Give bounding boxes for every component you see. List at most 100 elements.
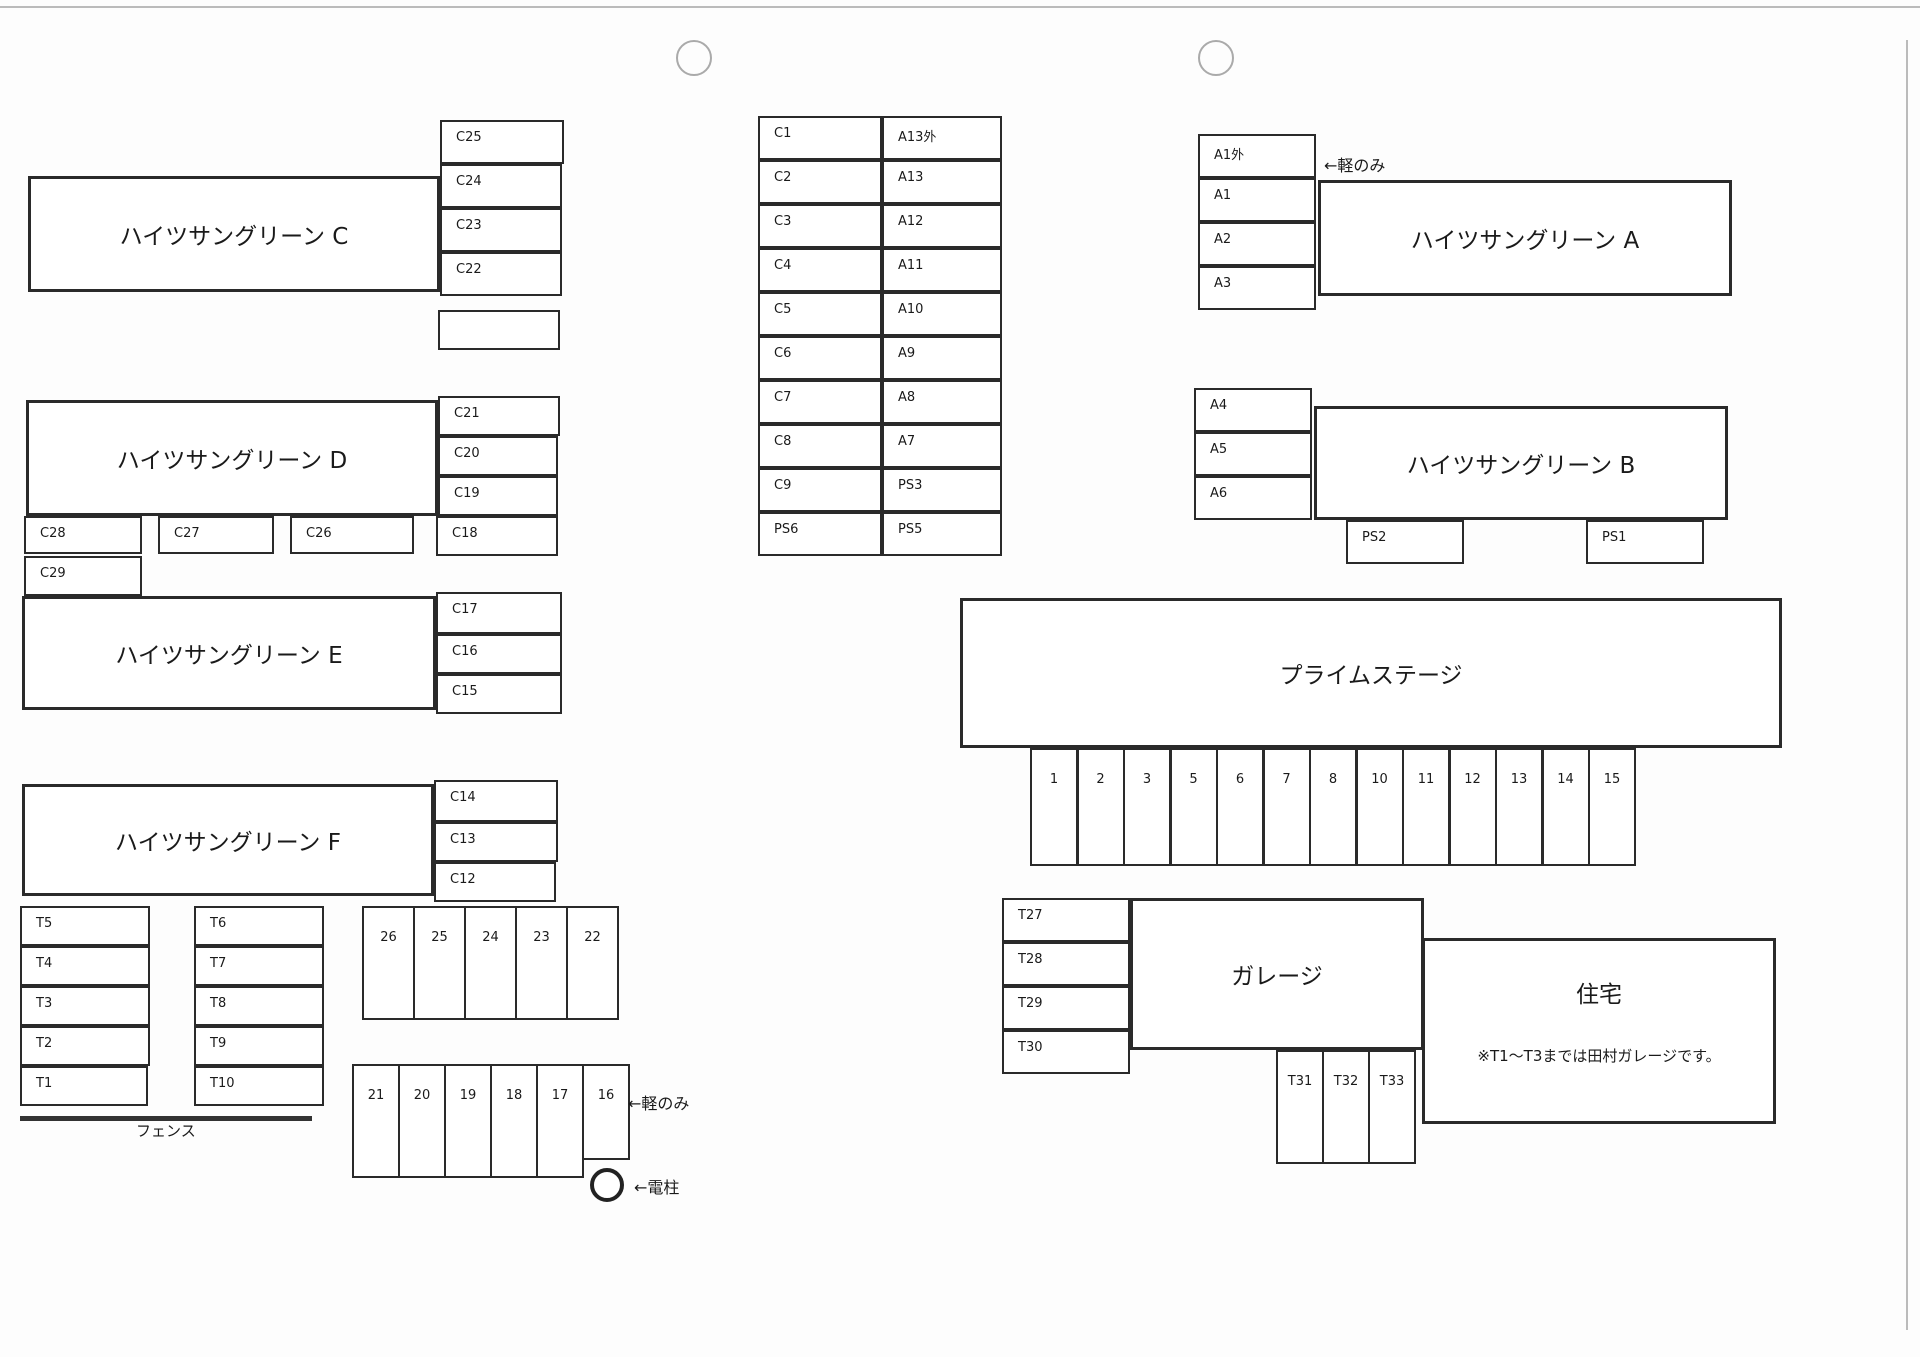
parking-slot-a1[interactable]: A1 [1198, 178, 1316, 222]
parking-slot-c16[interactable]: C16 [436, 634, 562, 674]
parking-slot-c15[interactable]: C15 [436, 674, 562, 714]
parking-slot-t31[interactable]: T31 [1276, 1050, 1324, 1164]
parking-slot-c19[interactable]: C19 [438, 476, 558, 516]
parking-slot-23[interactable]: 23 [515, 906, 568, 1020]
parking-slot-a1-out[interactable]: A1外 [1198, 134, 1316, 178]
parking-slot-5[interactable]: 5 [1169, 748, 1218, 866]
parking-slot-a13[interactable]: A13 [882, 160, 1002, 204]
parking-slot-ps5[interactable]: PS5 [882, 512, 1002, 556]
parking-slot-c12[interactable]: C12 [434, 862, 556, 902]
parking-slot-c13[interactable]: C13 [434, 822, 558, 862]
fence-line [20, 1116, 312, 1121]
parking-slot-ps3[interactable]: PS3 [882, 468, 1002, 512]
parking-slot-c18[interactable]: C18 [436, 516, 558, 556]
parking-slot-16[interactable]: 16 [582, 1064, 630, 1160]
parking-slot-12[interactable]: 12 [1448, 748, 1497, 866]
parking-slot-t1[interactable]: T1 [20, 1066, 148, 1106]
parking-slot-25[interactable]: 25 [413, 906, 466, 1020]
parking-slot-14[interactable]: 14 [1541, 748, 1590, 866]
parking-slot-2[interactable]: 2 [1076, 748, 1125, 866]
parking-slot-c3[interactable]: C3 [758, 204, 882, 248]
parking-slot-ps2[interactable]: PS2 [1346, 520, 1464, 564]
parking-slot-c2[interactable]: C2 [758, 160, 882, 204]
parking-slot-c7[interactable]: C7 [758, 380, 882, 424]
parking-slot-a10[interactable]: A10 [882, 292, 1002, 336]
parking-slot-c6[interactable]: C6 [758, 336, 882, 380]
parking-slot-t4[interactable]: T4 [20, 946, 150, 986]
parking-slot-c23[interactable]: C23 [440, 208, 562, 252]
parking-slot-c17[interactable]: C17 [436, 592, 562, 634]
parking-slot-22[interactable]: 22 [566, 906, 619, 1020]
parking-slot-t8[interactable]: T8 [194, 986, 324, 1026]
parking-slot-t9[interactable]: T9 [194, 1026, 324, 1066]
parking-slot-t6[interactable]: T6 [194, 906, 324, 946]
building-heights-sun-green-d: ハイツサングリーン D [26, 400, 438, 516]
parking-slot-c24[interactable]: C24 [440, 164, 562, 208]
parking-slot-3[interactable]: 3 [1123, 748, 1171, 866]
parking-slot-20[interactable]: 20 [398, 1064, 446, 1178]
parking-slot-c27[interactable]: C27 [158, 516, 274, 554]
parking-slot-24[interactable]: 24 [464, 906, 517, 1020]
parking-slot-c28[interactable]: C28 [24, 516, 142, 554]
parking-slot-21[interactable]: 21 [352, 1064, 400, 1178]
parking-slot-c4[interactable]: C4 [758, 248, 882, 292]
scan-right-edge [1906, 40, 1908, 1330]
parking-slot-a8[interactable]: A8 [882, 380, 1002, 424]
parking-slot-c26[interactable]: C26 [290, 516, 414, 554]
parking-slot-a9[interactable]: A9 [882, 336, 1002, 380]
parking-slot-c21[interactable]: C21 [438, 396, 560, 436]
parking-slot-t10[interactable]: T10 [194, 1066, 324, 1106]
kei-only-note-16: ←軽のみ [628, 1094, 690, 1113]
parking-slot-8[interactable]: 8 [1309, 748, 1357, 866]
parking-slot-t33[interactable]: T33 [1368, 1050, 1416, 1164]
parking-slot-7[interactable]: 7 [1262, 748, 1311, 866]
parking-slot-a12[interactable]: A12 [882, 204, 1002, 248]
parking-slot-unlabeled[interactable] [438, 310, 560, 350]
parking-slot-a13-out[interactable]: A13外 [882, 116, 1002, 160]
parking-slot-17[interactable]: 17 [536, 1064, 584, 1178]
parking-slot-ps6[interactable]: PS6 [758, 512, 882, 556]
parking-slot-c5[interactable]: C5 [758, 292, 882, 336]
building-heights-sun-green-b: ハイツサングリーン B [1314, 406, 1728, 520]
parking-slot-t7[interactable]: T7 [194, 946, 324, 986]
parking-slot-ps1[interactable]: PS1 [1586, 520, 1704, 564]
parking-slot-c29[interactable]: C29 [24, 556, 142, 596]
parking-slot-26[interactable]: 26 [362, 906, 415, 1020]
parking-slot-18[interactable]: 18 [490, 1064, 538, 1178]
parking-slot-c9[interactable]: C9 [758, 468, 882, 512]
parking-slot-t2[interactable]: T2 [20, 1026, 150, 1066]
parking-slot-6[interactable]: 6 [1216, 748, 1264, 866]
parking-slot-t29[interactable]: T29 [1002, 986, 1130, 1030]
parking-slot-t5[interactable]: T5 [20, 906, 150, 946]
parking-slot-10[interactable]: 10 [1355, 748, 1404, 866]
parking-slot-a11[interactable]: A11 [882, 248, 1002, 292]
parking-slot-19[interactable]: 19 [444, 1064, 492, 1178]
parking-slot-c8[interactable]: C8 [758, 424, 882, 468]
parking-slot-t30[interactable]: T30 [1002, 1030, 1130, 1074]
parking-slot-c20[interactable]: C20 [438, 436, 558, 476]
parking-slot-1[interactable]: 1 [1030, 748, 1078, 866]
parking-slot-t3[interactable]: T3 [20, 986, 150, 1026]
parking-slot-c25[interactable]: C25 [440, 120, 564, 164]
kei-only-note-a1: ←軽のみ [1324, 156, 1386, 175]
parking-slot-a3[interactable]: A3 [1198, 266, 1316, 310]
parking-slot-a5[interactable]: A5 [1194, 432, 1312, 476]
parking-slot-15[interactable]: 15 [1588, 748, 1636, 866]
building-heights-sun-green-f: ハイツサングリーン F [22, 784, 434, 896]
parking-slot-a4[interactable]: A4 [1194, 388, 1312, 432]
building-heights-sun-green-c: ハイツサングリーン C [28, 176, 440, 292]
parking-slot-c22[interactable]: C22 [440, 252, 562, 296]
parking-slot-a7[interactable]: A7 [882, 424, 1002, 468]
parking-slot-a6[interactable]: A6 [1194, 476, 1312, 520]
parking-slot-c14[interactable]: C14 [434, 780, 558, 822]
parking-slot-c1[interactable]: C1 [758, 116, 882, 160]
parking-slot-a2[interactable]: A2 [1198, 222, 1316, 266]
parking-slot-11[interactable]: 11 [1402, 748, 1450, 866]
parking-slot-13[interactable]: 13 [1495, 748, 1543, 866]
parking-slot-t27[interactable]: T27 [1002, 898, 1130, 942]
parking-slot-t28[interactable]: T28 [1002, 942, 1130, 986]
building-garage: ガレージ [1130, 898, 1424, 1050]
parking-slot-t32[interactable]: T32 [1322, 1050, 1370, 1164]
residence: 住宅 ※T1～T3までは田村ガレージです。 [1422, 938, 1776, 1124]
